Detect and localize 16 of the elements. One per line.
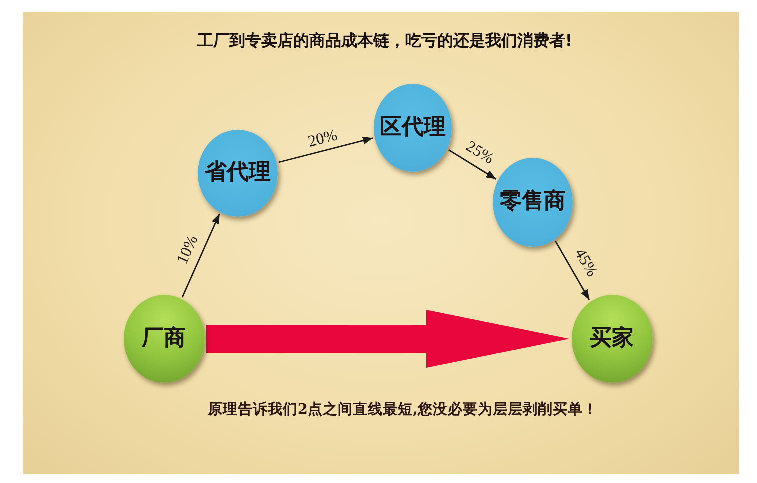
arrow bbox=[182, 214, 220, 298]
node-label: 厂商 bbox=[142, 326, 186, 352]
title: 工厂到专卖店的商品成本链，吃亏的还是我们消费者! bbox=[196, 31, 574, 51]
arrow bbox=[554, 240, 590, 300]
node-label: 省代理 bbox=[205, 160, 271, 186]
node-label: 零售商 bbox=[500, 189, 566, 215]
caption-text: 原理告诉我们2点之间直线最短,您没必要为层层剥削买单！ bbox=[206, 400, 600, 420]
node-label: 买家 bbox=[590, 326, 634, 352]
edge-label: 45% bbox=[570, 246, 600, 280]
edge-label: 20% bbox=[306, 126, 340, 151]
arrow bbox=[206, 310, 570, 368]
arrow bbox=[448, 150, 497, 180]
edge-label: 10% bbox=[174, 233, 202, 267]
edge-label: 25% bbox=[463, 138, 497, 168]
arrow bbox=[278, 136, 374, 164]
node-label: 区代理 bbox=[380, 115, 446, 141]
